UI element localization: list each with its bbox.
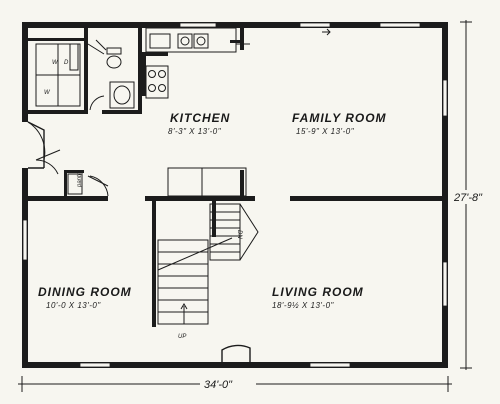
overall-depth-label: 27'-8" [453,192,483,204]
stair-up-label: UP [178,334,186,340]
room-labels: KITCHEN 8'-3" X 13'-0" FAMILY ROOM 15'-9… [38,111,387,310]
interior-walls [28,28,442,327]
pantry: pantry [67,169,83,195]
kitchen-fixtures [145,27,331,99]
doors [27,121,251,362]
dining-room-name: DINING ROOM [38,285,132,299]
washer-dryer: W D W [35,43,81,107]
dining-room-dims: 10'-0 X 13'-0" [46,301,101,310]
dimension-lines: 34'-0" 27'-8" [18,20,496,392]
bathroom-fixtures [87,39,135,111]
overall-width-label: 34'-0" [204,379,233,391]
living-room-name: LIVING ROOM [272,285,364,299]
family-room-name: FAMILY ROOM [292,111,387,125]
washer-mark: W [52,60,59,66]
exterior-walls [22,22,448,368]
kitchen-name: KITCHEN [170,111,230,125]
washer-label: W [44,90,51,96]
pantry-label: pantry [77,169,83,188]
stairs: DN UP [157,167,259,340]
family-room-dims: 15'-9" X 13'-0" [296,127,355,136]
living-room-dims: 18'-9½ X 13'-0" [272,301,335,310]
kitchen-dims: 8'-3" X 13'-0" [168,127,222,136]
dryer-label: D [64,60,69,66]
windows [22,22,448,368]
stair-down-label: DN [236,230,242,239]
